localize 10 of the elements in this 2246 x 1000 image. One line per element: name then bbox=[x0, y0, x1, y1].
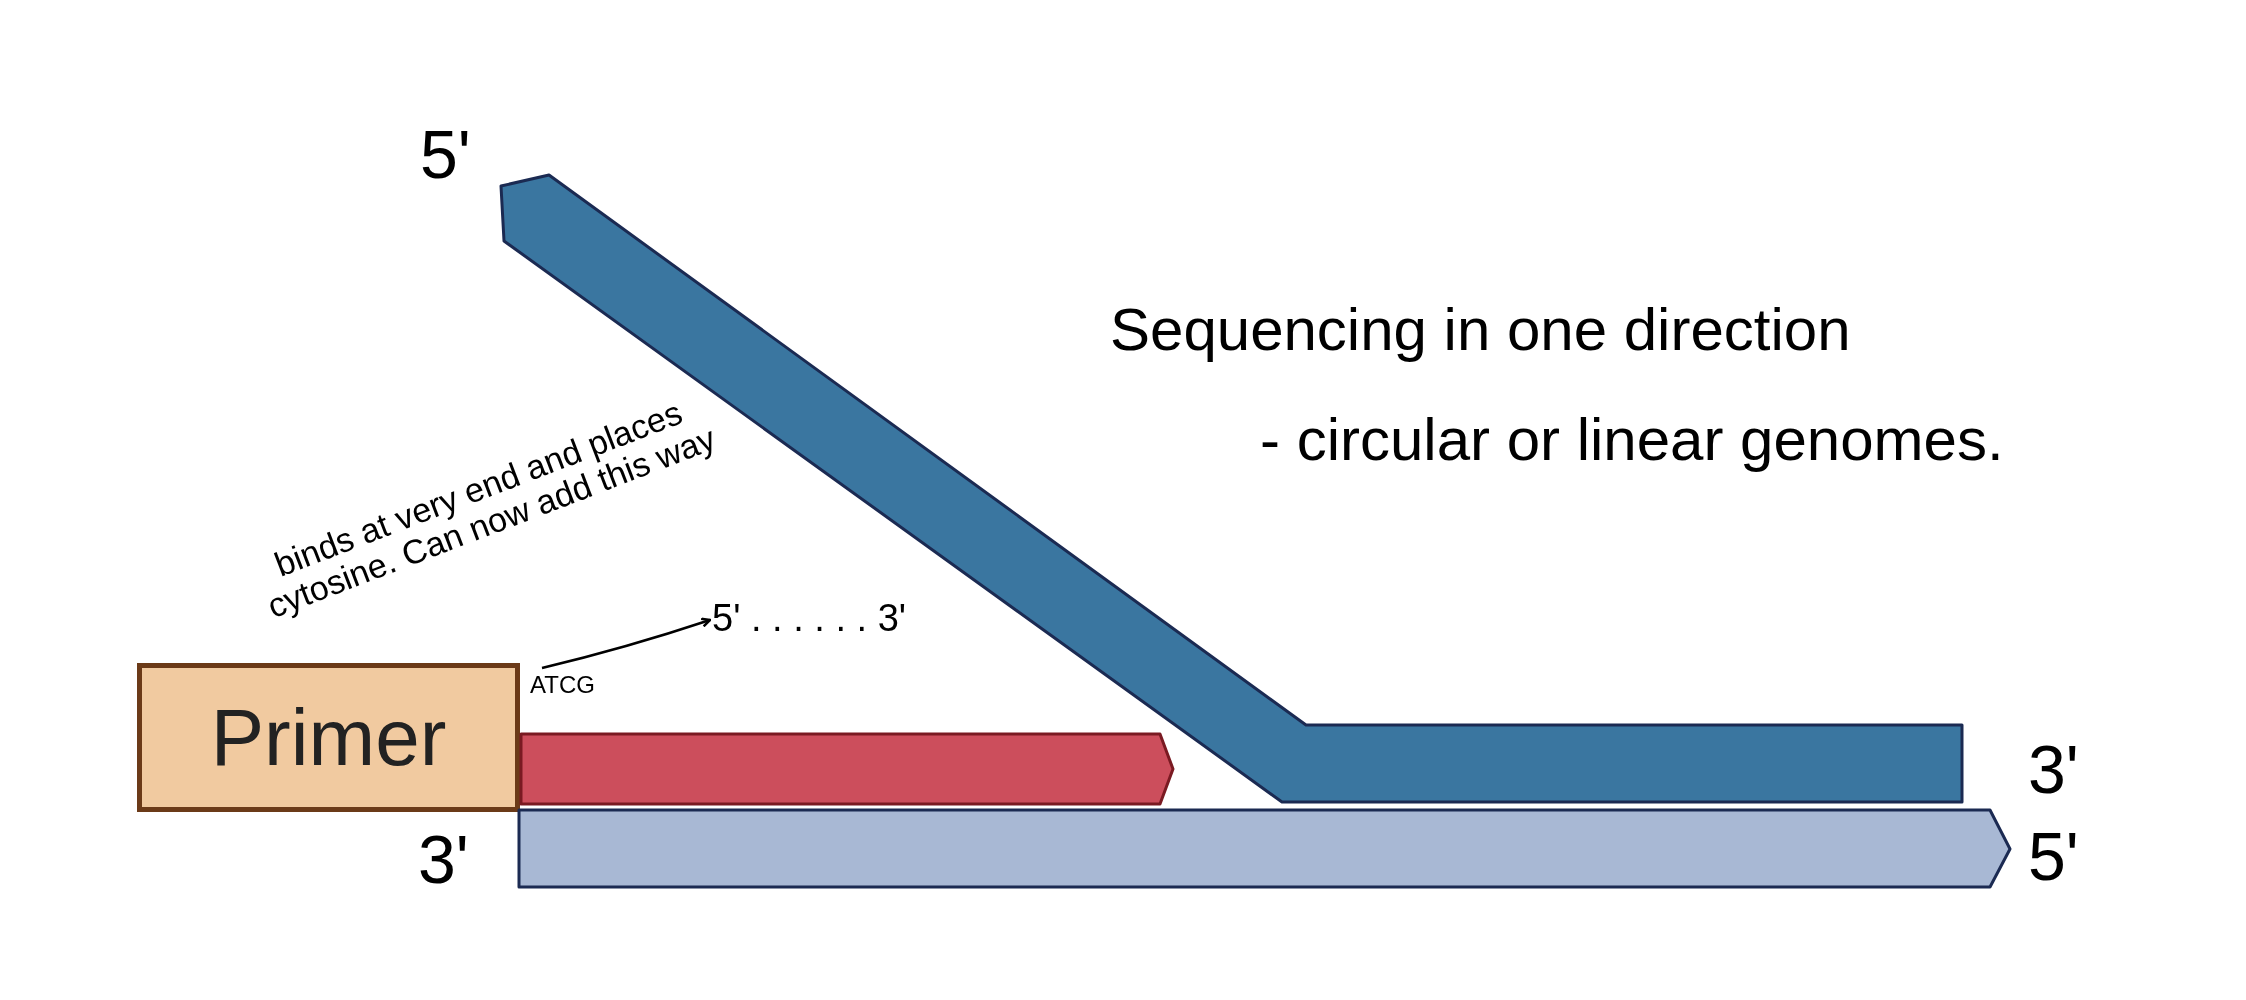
handwritten-note: Sequencing in one direction bbox=[1110, 295, 1852, 365]
arrow bbox=[541, 617, 712, 670]
annotation-text: ATCG bbox=[530, 668, 622, 702]
strand-end-label: 5' bbox=[2028, 822, 2080, 890]
handwritten-note: - circular or linear genomes. bbox=[1260, 405, 2005, 475]
annotation-text: 5' . . . . . . 3' bbox=[712, 596, 922, 640]
strand-end-label: 3' bbox=[418, 825, 470, 893]
strand-end-label: 5' bbox=[420, 120, 472, 188]
primer-box: Primer bbox=[137, 663, 520, 812]
strand-end-label: 3' bbox=[2028, 735, 2080, 803]
